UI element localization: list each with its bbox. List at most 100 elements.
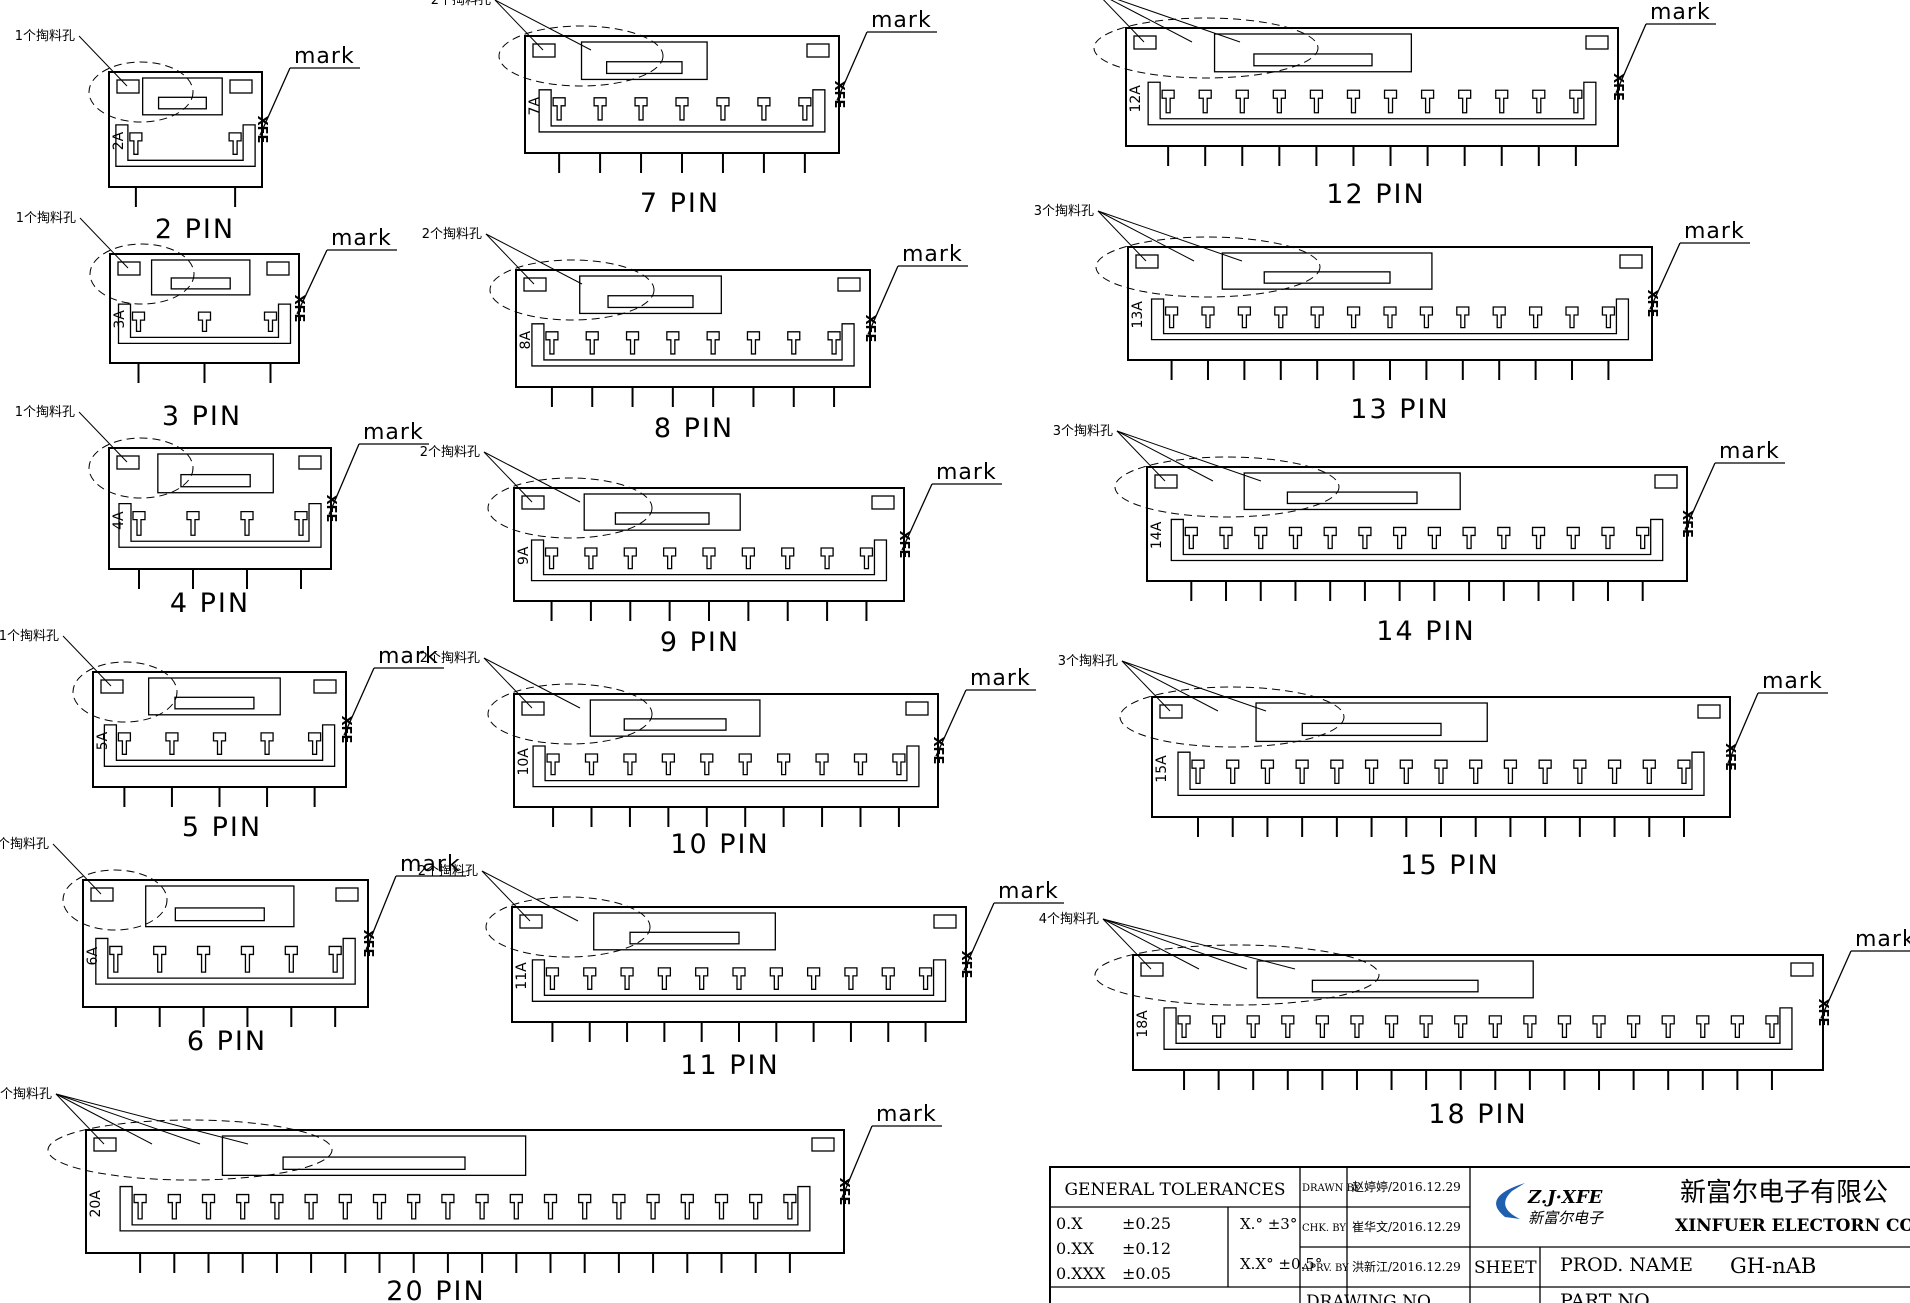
housing-outline <box>92 671 347 788</box>
hatch-mark-left <box>523 277 547 292</box>
pin-contact <box>1323 526 1337 550</box>
latch-window-inner <box>607 295 694 309</box>
mark-label: mark <box>936 460 997 485</box>
pin-contact <box>806 967 821 990</box>
mark-label: mark <box>876 1102 937 1127</box>
housing-outline <box>109 253 300 364</box>
title-block-frame <box>1049 1166 1910 1303</box>
pin-count-title: 12 PIN <box>1326 179 1425 210</box>
pin-contact <box>228 132 242 155</box>
signoff-label: DRAWN BY <box>1302 1183 1361 1194</box>
mark-label: mark <box>1719 439 1780 464</box>
pin-contact <box>662 547 677 570</box>
pin-contact <box>1538 759 1552 785</box>
pin-contact <box>1246 1015 1260 1038</box>
housing-channel <box>103 724 336 767</box>
pin-contact <box>1201 306 1215 329</box>
callout-label: 1个掏料孔 <box>16 210 76 226</box>
pin-contact <box>1469 759 1483 785</box>
latch-window <box>145 885 295 928</box>
hatch-mark-right <box>1697 704 1721 719</box>
pin-contact <box>1601 526 1615 550</box>
company-logo-cn: 新富尔电子 <box>1528 1209 1604 1227</box>
hatch-mark-right <box>1790 962 1814 977</box>
pin-contact <box>798 97 812 121</box>
latch-window <box>221 1135 527 1177</box>
pin-contact <box>294 511 308 536</box>
callout-label: 2个掏料孔 <box>422 226 482 242</box>
callout-leader <box>1116 430 1262 482</box>
pin-contact <box>1235 89 1249 114</box>
pin-contact <box>661 753 676 776</box>
pin-contact <box>1565 306 1579 329</box>
latch-window <box>150 259 251 296</box>
mark-leader <box>259 67 291 136</box>
pin-contact <box>918 967 933 990</box>
pin-contact <box>1420 89 1435 114</box>
pin-contact <box>787 331 801 355</box>
latch-window-inner <box>282 1156 466 1171</box>
pin-contact <box>304 1193 318 1220</box>
housing-channel <box>95 937 356 985</box>
callout-leader <box>1102 918 1152 970</box>
hatch-mark-left <box>1140 962 1164 977</box>
pin-contact <box>475 1193 489 1220</box>
hatch-mark-left <box>100 679 124 694</box>
pin-contact <box>212 732 227 755</box>
pin-count-title: 6 PIN <box>187 1026 267 1057</box>
company-name-en: XINFUER ELECTORN CO <box>1675 1216 1910 1236</box>
pin-contact <box>338 1193 352 1220</box>
housing-channel <box>531 323 855 367</box>
pin-contact <box>620 967 634 990</box>
pin-contact <box>738 753 752 776</box>
hatch-mark-right <box>806 43 830 58</box>
pin-contact <box>716 97 730 121</box>
callout-leader <box>485 233 535 285</box>
callout-leader <box>1116 430 1166 482</box>
housing-outline <box>515 269 871 388</box>
latch-window-inner <box>157 96 207 110</box>
pin-contact <box>307 732 322 755</box>
mark-label: mark <box>331 226 392 251</box>
pin-contact <box>1383 306 1397 329</box>
pin-contact <box>1295 759 1309 785</box>
callout-label: 3个掏料孔 <box>1058 653 1118 669</box>
pin-count-title: 3 PIN <box>162 401 242 432</box>
housing-outline <box>82 879 369 1008</box>
hatch-mark-left <box>1159 704 1183 719</box>
callout-leader <box>55 1093 105 1145</box>
mark-label: mark <box>1650 0 1711 25</box>
hatch-mark-left <box>116 79 140 94</box>
callout-ellipse <box>72 661 178 723</box>
hatch-mark-left <box>116 455 140 470</box>
size-code-label: 10A <box>516 748 532 776</box>
mark-leader <box>963 902 995 971</box>
pin-contact <box>815 753 829 776</box>
hatch-mark-right <box>313 679 337 694</box>
pin-contact <box>240 945 255 973</box>
size-code-label: 2A <box>111 131 127 150</box>
pin-contact <box>1399 759 1413 785</box>
pin-contact <box>746 331 761 355</box>
latch-window-inner <box>1263 271 1391 284</box>
pin-contact <box>1434 759 1448 785</box>
tolerance-format: 0.XXX <box>1056 1264 1106 1283</box>
pin-contact <box>270 1193 284 1220</box>
size-code-label: 20A <box>88 1190 104 1218</box>
pin-contact <box>1198 89 1212 114</box>
pin-contact <box>545 331 559 355</box>
housing-outline <box>1151 696 1731 818</box>
housing-outline <box>1146 466 1688 582</box>
size-code-label: 12A <box>1128 85 1144 113</box>
pin-contact <box>1364 759 1379 785</box>
pin-contact <box>1532 89 1546 114</box>
latch-window-inner <box>629 931 740 945</box>
pin-contact <box>1765 1015 1779 1038</box>
callout-ellipse <box>62 869 168 931</box>
housing-channel <box>531 959 947 1002</box>
